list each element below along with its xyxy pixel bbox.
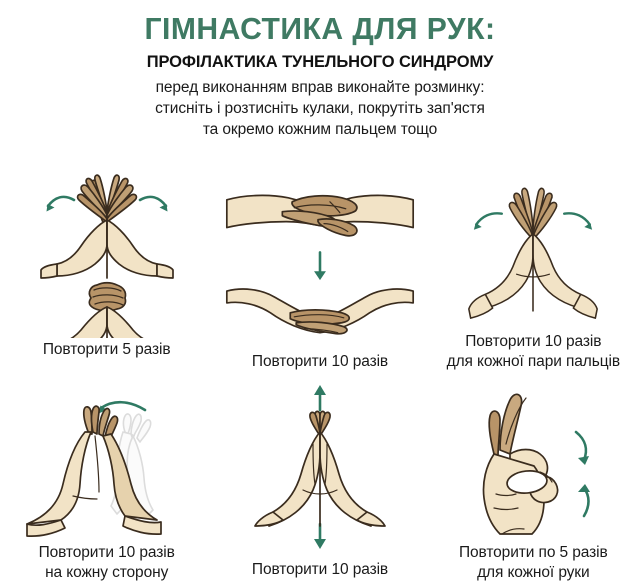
curved-arrow-up: [582, 486, 590, 518]
exercise-caption-4: Повторити 10 разів на кожну сторону: [39, 543, 175, 582]
exercise-caption-1: Повторити 5 разів: [43, 340, 171, 360]
exercise-card-press-palms-spread-fingers: Повторити 5 разів: [0, 166, 213, 371]
exercise-caption-2: Повторити 10 разів: [252, 352, 388, 372]
arrow-down: [314, 251, 326, 281]
intro-line-3: та окремо кожним пальцем тощо: [202, 121, 438, 138]
caption-line: Повторити по 5 разів: [458, 544, 608, 561]
arrow-down: [313, 522, 326, 549]
intro-line-1: перед виконанням вправ виконайте розминк…: [155, 79, 485, 96]
caption-line: на кожну сторону: [45, 563, 169, 581]
caption-line: для кожної пари пальців: [446, 352, 620, 370]
exercise-card-press-palms-up-down: Повторити 10 разів: [213, 374, 426, 586]
exercise-card-interlace-fingers-horizontal: Повторити 10 разів: [213, 166, 426, 371]
intro-line-2: стисніть і розтисніть кулаки, покрутіть …: [155, 100, 485, 117]
arrow-up: [313, 385, 326, 412]
exercise-card-ok-sign-each-finger: Повторити по 5 разів для кожної руки: [427, 374, 640, 586]
exercise-caption-6: Повторити по 5 разів для кожної руки: [459, 543, 608, 582]
curved-arrow-left: [99, 400, 146, 412]
exercise-caption-3: Повторити 10 разів для кожної пари пальц…: [447, 332, 620, 371]
page-title: ГІМНАСТИКА ДЛЯ РУК:: [144, 11, 496, 46]
praying-hands-tilt-icon: [25, 400, 162, 537]
header: ГІМНАСТИКА ДЛЯ РУК: ПРОФІЛАКТИКА ТУНЕЛЬН…: [0, 0, 640, 140]
exercise-card-tilt-palms-sideways: Повторити 10 разів на кожну сторону: [0, 374, 213, 586]
curved-arrow-left: [46, 195, 75, 208]
exercise-row-bottom: Повторити 10 разів на кожну сторону: [0, 374, 640, 586]
curved-arrow-left: [475, 212, 504, 226]
ok-hand-sign-icon: [482, 393, 590, 535]
exercise-grid: Повторити 5 разів: [0, 166, 640, 586]
exercise-card-spread-finger-pairs: Повторити 10 разів для кожної пари пальц…: [427, 166, 640, 371]
caption-line: для кожної руки: [477, 563, 590, 581]
curved-arrow-down: [574, 430, 587, 462]
exercise-row-top: Повторити 5 разів: [0, 166, 640, 371]
interlaced-hands-horizontal-icon: [225, 194, 415, 335]
curved-arrow-right: [563, 212, 592, 226]
exercise-caption-5: Повторити 10 разів: [252, 560, 388, 580]
praying-hands-icon: [254, 385, 386, 549]
caption-line: Повторити 10 разів: [465, 333, 602, 350]
caption-line: Повторити 10 разів: [251, 352, 389, 370]
caption-line: Повторити 5 разів: [42, 341, 171, 358]
page-subtitle: ПРОФІЛАКТИКА ТУНЕЛЬНОГО СИНДРОМУ: [146, 53, 494, 71]
caption-line: Повторити 10 разів: [251, 561, 389, 578]
caption-line: Повторити 10 разів: [38, 544, 175, 561]
intro-text: перед виконанням вправ виконайте розминк…: [0, 77, 640, 140]
praying-hands-spread-fingers-icon: [39, 174, 174, 338]
praying-hands-finger-pairs-icon: [468, 187, 599, 319]
